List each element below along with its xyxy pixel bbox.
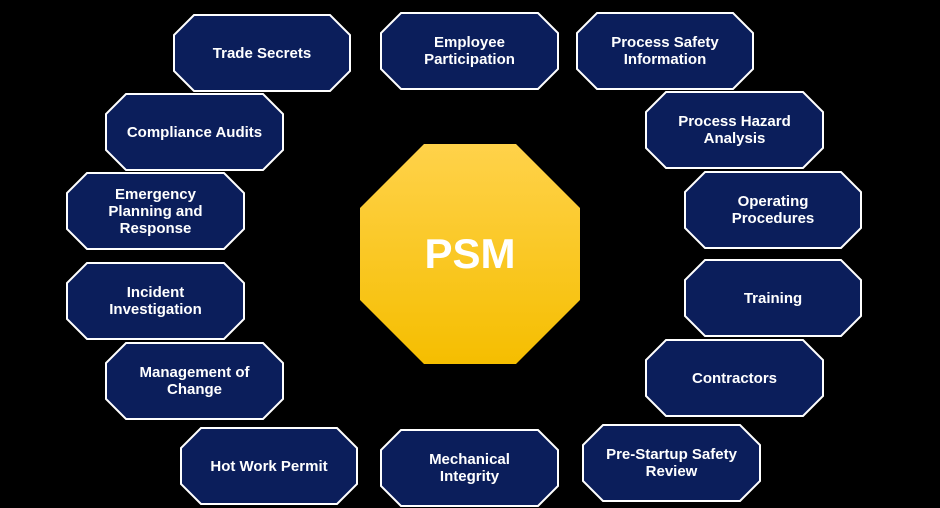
node-mechanical-integrity: Mechanical Integrity: [380, 429, 559, 507]
psm-center-label: PSM: [424, 230, 516, 277]
psm-octagon-shape: [360, 144, 580, 364]
node-label: Management of Change: [139, 364, 250, 398]
node-label: Training: [743, 289, 803, 307]
node-management-of-change: Management of Change: [105, 342, 284, 420]
node-emergency-planning-and-response: Emergency Planning and Response: [66, 172, 245, 250]
node-label: Process Hazard Analysis: [678, 113, 791, 147]
node-label: Operating Procedures: [731, 193, 815, 227]
node-label: Hot Work Permit: [210, 457, 328, 475]
node-operating-procedures: Operating Procedures: [684, 171, 862, 249]
node-label: Compliance Audits: [126, 123, 263, 141]
node-process-hazard-analysis: Process Hazard Analysis: [645, 91, 824, 169]
node-hot-work-permit: Hot Work Permit: [180, 427, 358, 505]
node-pre-startup-safety-review: Pre-Startup Safety Review: [582, 424, 761, 502]
node-label: Trade Secrets: [212, 44, 312, 62]
psm-center-octagon: PSM: [360, 144, 580, 364]
node-label: Emergency Planning and Response: [108, 185, 203, 237]
node-process-safety-information: Process Safety Information: [576, 12, 754, 90]
node-label: Employee Participation: [424, 34, 515, 68]
node-contractors: Contractors: [645, 339, 824, 417]
node-trade-secrets: Trade Secrets: [173, 14, 351, 92]
node-label: Process Safety Information: [611, 34, 719, 68]
node-incident-investigation: Incident Investigation: [66, 262, 245, 340]
node-employee-participation: Employee Participation: [380, 12, 559, 90]
node-label: Contractors: [691, 369, 777, 387]
node-label: Mechanical Integrity: [429, 451, 510, 485]
node-label: Incident Investigation: [109, 284, 202, 318]
node-compliance-audits: Compliance Audits: [105, 93, 284, 171]
node-label: Pre-Startup Safety Review: [606, 446, 737, 480]
node-training: Training: [684, 259, 862, 337]
